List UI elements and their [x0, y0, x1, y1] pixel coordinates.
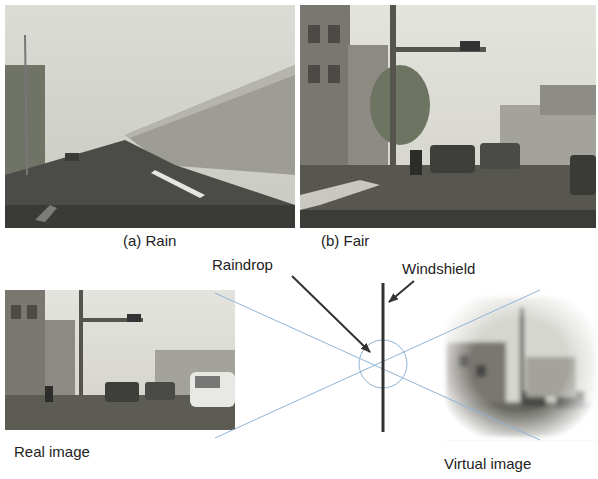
- light-rays: [215, 290, 540, 440]
- part-label: Windshield: [402, 260, 475, 278]
- panel-caption: (b) Fair: [321, 232, 369, 250]
- image-label: Real image: [14, 443, 90, 461]
- virtual-image: [440, 290, 598, 440]
- raindrop-leader: [292, 276, 370, 352]
- rain-photo: [5, 5, 295, 228]
- windshield-line: [382, 283, 385, 432]
- fair-photo: [300, 5, 596, 228]
- windshield-leader: [389, 281, 414, 302]
- part-label: Raindrop: [212, 256, 273, 274]
- real-image-photo: [5, 290, 235, 430]
- image-label: Virtual image: [444, 455, 531, 473]
- panel-caption: (a) Rain: [123, 232, 176, 250]
